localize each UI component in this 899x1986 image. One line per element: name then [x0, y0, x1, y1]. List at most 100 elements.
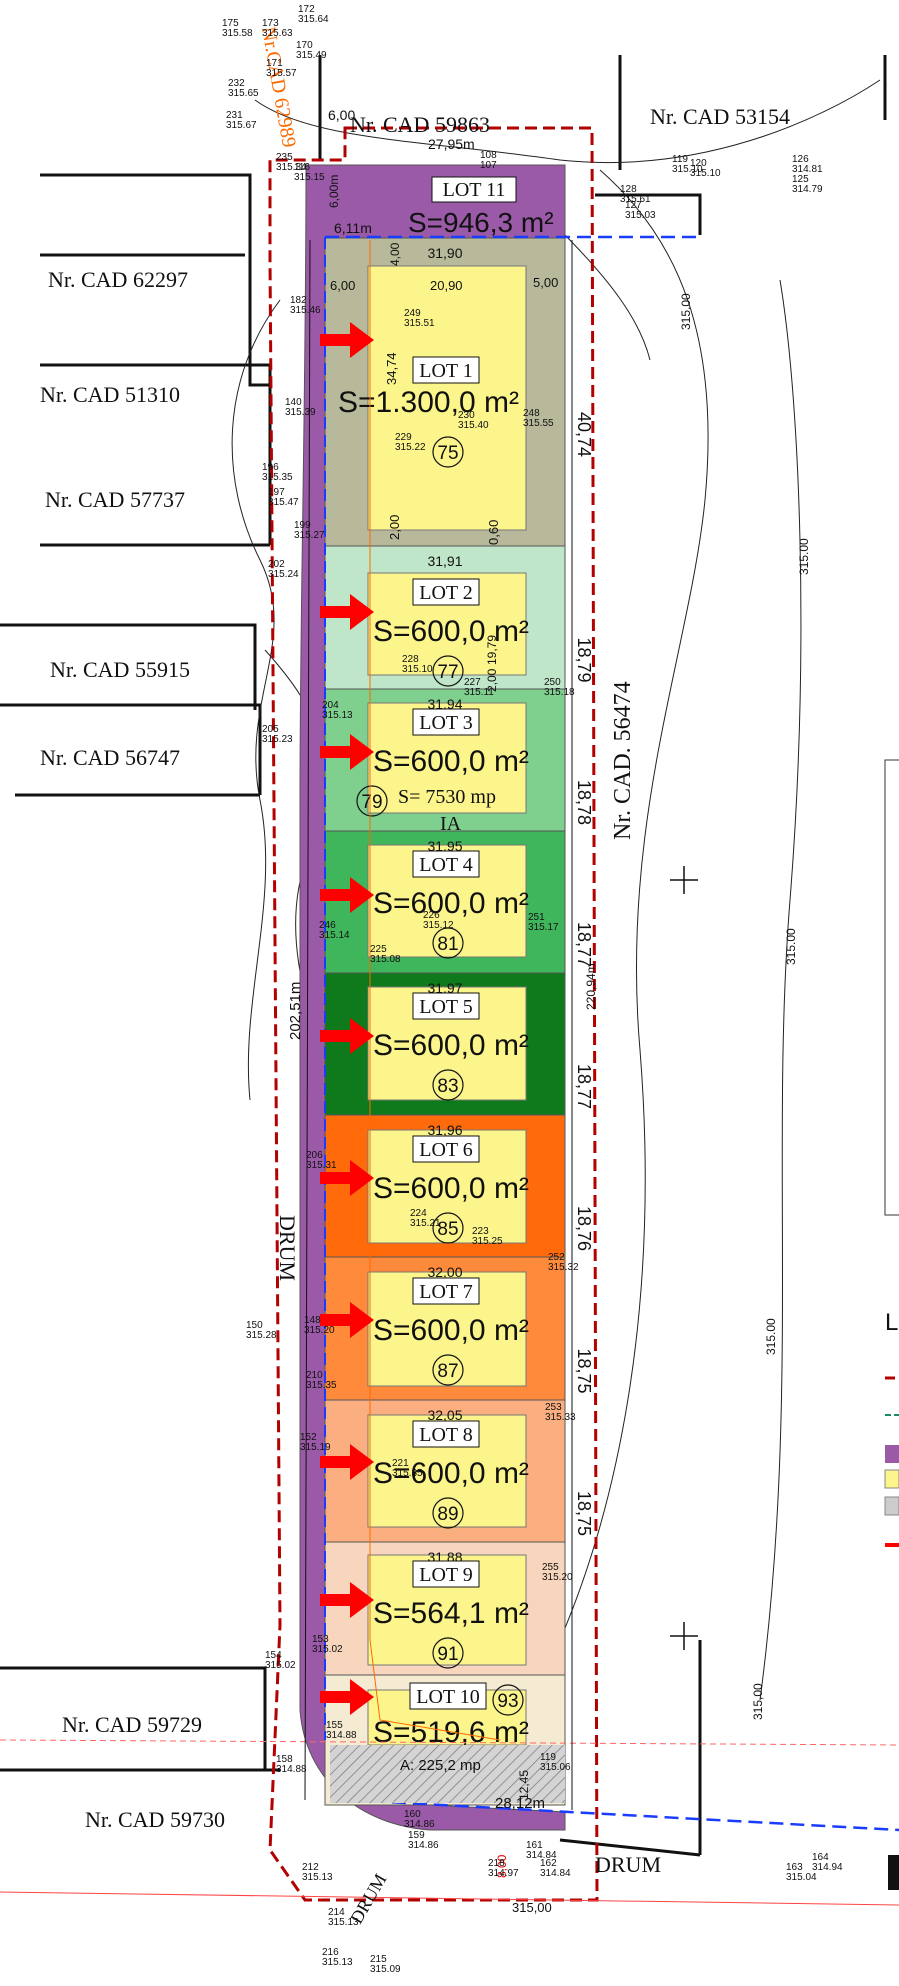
lot-6-name: LOT 6: [419, 1139, 473, 1161]
survey-point-id: 163: [786, 1862, 803, 1873]
survey-point-id: 255: [542, 1562, 559, 1573]
survey-point-elevation: 314.88: [276, 1764, 307, 1775]
dim-6-00-vert: 6,00m: [327, 175, 341, 208]
dim-2-00-b: 2,00: [485, 668, 499, 692]
survey-point-id: 252: [548, 1252, 565, 1263]
survey-point-id: 161: [526, 1840, 543, 1851]
lot-1-width: 31,90: [427, 245, 462, 261]
survey-point-elevation: 315.24: [268, 569, 299, 580]
survey-point-id: 221: [392, 1458, 409, 1469]
survey-point-id: 251: [528, 912, 545, 923]
survey-point-id: 215: [370, 1954, 387, 1965]
lot-9-name-box: [412, 1560, 480, 1588]
lot-3-width: 31,94: [427, 696, 462, 712]
survey-point-id: 226: [423, 910, 440, 921]
dim-202-51: 202,51m: [287, 982, 304, 1040]
survey-point-id: 250: [544, 677, 561, 688]
survey-point-elevation: 315.17: [528, 922, 559, 933]
lot-1-area: S=1.300,0 m²: [338, 386, 519, 419]
survey-point-id: 228: [402, 654, 419, 665]
road-label-drum-bottom: DRUM: [595, 1852, 661, 1877]
lot-7-number: 87: [437, 1361, 458, 1382]
survey-point-id: 126: [792, 154, 809, 165]
access-arrow: [320, 594, 374, 630]
dim-4-00: 4,00: [388, 242, 402, 266]
survey-point-elevation: 315.20: [304, 1325, 335, 1336]
dim-6-00-lot1: 6,00: [330, 278, 355, 293]
access-arrow: [320, 734, 374, 770]
survey-point-id: 232: [228, 78, 245, 89]
survey-point-elevation: 315.27: [294, 530, 325, 541]
survey-points: 172315.64175315.58173315.63170315.491713…: [222, 4, 843, 1975]
survey-point-elevation: 315.13: [328, 1917, 359, 1928]
lot-7-width: 32,00: [427, 1264, 462, 1280]
survey-point-id: 205: [262, 724, 279, 735]
survey-point-id: 119: [672, 154, 688, 165]
neighbor-cad-55915: Nr. CAD 55915: [50, 657, 190, 682]
lot-8-number: 89: [437, 1504, 458, 1525]
survey-point-elevation: 315.25: [472, 1236, 503, 1247]
survey-point-id: 253: [545, 1402, 562, 1413]
dim-5-00: 5,00: [533, 275, 558, 290]
survey-point-elevation: 314.94: [812, 1862, 843, 1873]
lot-7-depth: 18,75: [574, 1349, 594, 1394]
survey-point-id: 154: [265, 1650, 282, 1661]
legend-letter: L: [885, 1309, 898, 1336]
dim-8-00: 8,00: [495, 1854, 509, 1878]
survey-point-id: 120: [690, 158, 707, 169]
neighbor-cad-56474: Nr. CAD. 56474: [610, 681, 636, 840]
survey-point-elevation: 315.46: [290, 305, 321, 316]
lot-9-area: S=564,1 m²: [373, 1597, 529, 1630]
access-arrow: [320, 1302, 374, 1338]
survey-point-elevation: 315.23: [262, 734, 293, 745]
lot-2-name-box: [412, 578, 480, 606]
survey-point-id: 246: [319, 920, 336, 931]
survey-point-elevation: 315.06: [540, 1762, 571, 1773]
contour-label-5: 315,00: [751, 1683, 765, 1720]
lot-6-area: S=600,0 m²: [373, 1172, 529, 1205]
survey-point-elevation: 315.35: [392, 1468, 423, 1479]
lot-6-depth: 18,76: [574, 1206, 594, 1251]
survey-point-id: 153: [312, 1634, 329, 1645]
survey-point-id: 210: [306, 1370, 323, 1381]
dim-0-60: 0,60: [486, 520, 501, 545]
lot-2-number-circle: [432, 655, 464, 687]
lot-10-number-circle: [492, 1684, 524, 1716]
hatched-area-label: A: 225,2 mp: [400, 1757, 481, 1774]
survey-point-id: 182: [290, 295, 307, 306]
survey-point-id: 173: [262, 18, 279, 29]
survey-point-elevation: 315.18: [544, 687, 575, 698]
survey-point-elevation: 314.84: [526, 1850, 557, 1861]
lot-7-number-circle: [432, 1354, 464, 1386]
lot-9-number-circle: [432, 1637, 464, 1669]
lot3-total-area: S= 7530 mp: [398, 786, 496, 808]
dim-20-90: 20,90: [430, 278, 463, 293]
survey-point-id: 202: [268, 559, 285, 570]
survey-point-elevation: 315.14: [319, 930, 350, 941]
lot-4-depth: 18,77: [574, 922, 594, 967]
survey-point-id: 172: [298, 4, 315, 15]
survey-point-elevation: 315.10: [690, 168, 721, 179]
lot-4-number: 81: [437, 934, 458, 955]
survey-point-elevation: 315.49: [296, 50, 327, 61]
survey-point-elevation: 315.64: [298, 14, 329, 25]
neighbor-cad-51310: Nr. CAD 51310: [40, 382, 180, 407]
survey-point-id: 125: [792, 174, 809, 185]
lot-1-building-area: [367, 265, 527, 531]
survey-point-elevation: 315.35: [306, 1380, 337, 1391]
dim-27-95: 27,95m: [428, 136, 475, 152]
survey-point-elevation: 315.11: [464, 687, 494, 698]
survey-point-id: 212: [302, 1862, 319, 1873]
survey-point-elevation: 314.86: [404, 1819, 435, 1830]
survey-point-elevation: 314.86: [408, 1840, 439, 1851]
neighbor-cad-53154: Nr. CAD 53154: [650, 104, 790, 129]
neighbor-cad-57737: Nr. CAD 57737: [45, 487, 185, 512]
lot-11: LOT 11S=946,3 m²: [408, 176, 554, 238]
survey-point-elevation: 315.22: [395, 442, 426, 453]
survey-point-id: 214: [328, 1907, 345, 1918]
lot-8-area: S=600,0 m²: [373, 1457, 529, 1490]
survey-point-elevation: 315.32: [548, 1262, 579, 1273]
